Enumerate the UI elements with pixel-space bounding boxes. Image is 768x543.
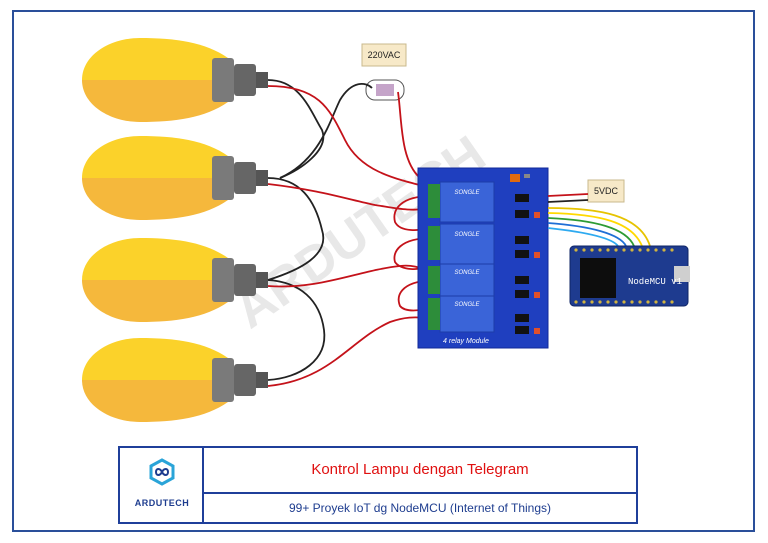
light-bulb-1 xyxy=(82,38,268,122)
relay-module-label: 4 relay Module xyxy=(443,338,489,345)
nodemcu-board: NodeMCU v1 xyxy=(569,245,690,307)
light-bulb-4 xyxy=(82,338,268,422)
relay-module: SONGLE SONGLE SONGLE SONGLE xyxy=(417,167,549,349)
relay-1-brand: SONGLE xyxy=(454,190,480,196)
light-bulb-3 xyxy=(82,238,268,322)
relay-2: SONGLE xyxy=(428,223,495,265)
signal-wires xyxy=(547,193,651,247)
nodemcu-label: NodeMCU v1 xyxy=(628,277,682,287)
ardutech-logo-icon xyxy=(149,458,175,486)
logo-text: ARDUTECH xyxy=(134,498,190,508)
diagram-title: Kontrol Lampu dengan Telegram xyxy=(204,448,636,494)
diagram-frame xyxy=(12,10,755,532)
relay-3: SONGLE xyxy=(428,263,495,297)
light-bulb-2 xyxy=(82,136,268,220)
title-block: ARDUTECH Kontrol Lampu dengan Telegram 9… xyxy=(118,446,638,524)
dc-source-label: 5VDC xyxy=(594,186,619,196)
ac-power-source: 220VAC xyxy=(361,43,407,101)
relay-2-brand: SONGLE xyxy=(454,232,480,238)
ac-source-label: 220VAC xyxy=(368,50,401,60)
relay-leds xyxy=(534,212,540,334)
relay-driver-components xyxy=(515,194,529,334)
logo-cell: ARDUTECH xyxy=(120,448,204,522)
relay-4: SONGLE xyxy=(428,295,495,333)
diagram-subtitle: 99+ Proyek IoT dg NodeMCU (Internet of T… xyxy=(288,501,552,515)
relay-4-brand: SONGLE xyxy=(454,302,480,308)
dc-power-source: 5VDC xyxy=(587,179,625,203)
relay-3-brand: SONGLE xyxy=(454,270,480,276)
relay-1: SONGLE xyxy=(428,181,495,223)
